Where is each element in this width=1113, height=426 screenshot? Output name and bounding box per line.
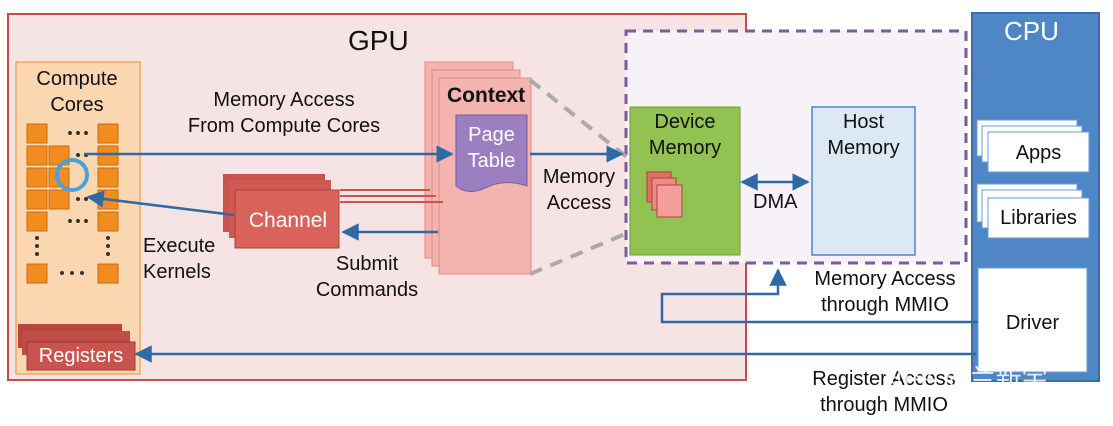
- compute-cores-label-line2: Cores: [50, 94, 104, 116]
- mem-access-cores-line2: From Compute Cores: [187, 115, 381, 137]
- gpu-title: GPU: [348, 25, 409, 56]
- context-projection-lines: [528, 78, 631, 276]
- mmio-line1: Memory Access: [814, 268, 956, 290]
- device-memory-box: [629, 106, 741, 256]
- driver-label: Driver: [1005, 312, 1060, 334]
- arrows: [84, 145, 978, 363]
- channel-label: Channel: [248, 209, 328, 232]
- page-table-shape: [455, 114, 528, 192]
- registers-label: Registers: [38, 345, 124, 367]
- registers-stack: [18, 324, 136, 371]
- channel-context-links: [340, 189, 443, 203]
- mmio-line2: through MMIO: [821, 294, 949, 316]
- apps-label: Apps: [1015, 142, 1062, 164]
- device-memory-pages: [646, 171, 683, 218]
- mem-access-cores-label: Memory Access From Compute Cores: [178, 87, 390, 139]
- apps-stack: [976, 119, 1090, 173]
- core-cycle-icon: [55, 158, 89, 192]
- host-memory-label: Host Memory: [812, 109, 915, 161]
- watermark: 知乎 @兰新宇: [884, 364, 1048, 394]
- host-memory-line2: Memory: [827, 137, 900, 159]
- page-table-label: Page Table: [456, 122, 527, 174]
- execute-line1: Execute: [143, 235, 216, 257]
- page-table-line2: Table: [467, 150, 516, 172]
- reg-access-line1: Register Access: [812, 368, 956, 390]
- device-memory-line2: Memory: [648, 137, 722, 159]
- execute-kernels-label: Execute Kernels: [143, 233, 215, 285]
- libraries-label: Libraries: [1000, 207, 1077, 229]
- context-label: Context: [447, 84, 526, 107]
- cpu-title: CPU: [1004, 16, 1059, 46]
- host-memory-box: [811, 106, 916, 256]
- device-memory-label: Device Memory: [630, 109, 740, 161]
- libraries-stack: [976, 183, 1090, 239]
- submit-line1: Submit: [335, 253, 399, 275]
- submit-commands-label: Submit Commands: [308, 251, 426, 303]
- dma-label: DMA: [753, 191, 798, 213]
- compute-cores-label: Compute Cores: [18, 66, 136, 118]
- submit-line2: Commands: [315, 279, 419, 301]
- driver-box: [977, 267, 1088, 373]
- compute-cores-label-line1: Compute: [36, 68, 118, 90]
- memory-access-line2: Access: [546, 192, 612, 214]
- memory-access-line1: Memory: [542, 166, 616, 188]
- execute-line2: Kernels: [143, 261, 211, 283]
- mmio-access-label: Memory Access through MMIO: [800, 266, 970, 318]
- reg-access-line2: through MMIO: [820, 394, 948, 416]
- host-memory-line1: Host: [842, 111, 885, 133]
- channel-stack: [223, 174, 340, 249]
- mem-access-cores-line1: Memory Access: [213, 89, 355, 111]
- page-table-line1: Page: [468, 124, 515, 146]
- memory-access-label: Memory Access: [534, 164, 624, 216]
- register-access-label: Register Access through MMIO: [796, 366, 972, 418]
- device-memory-line1: Device: [654, 111, 716, 133]
